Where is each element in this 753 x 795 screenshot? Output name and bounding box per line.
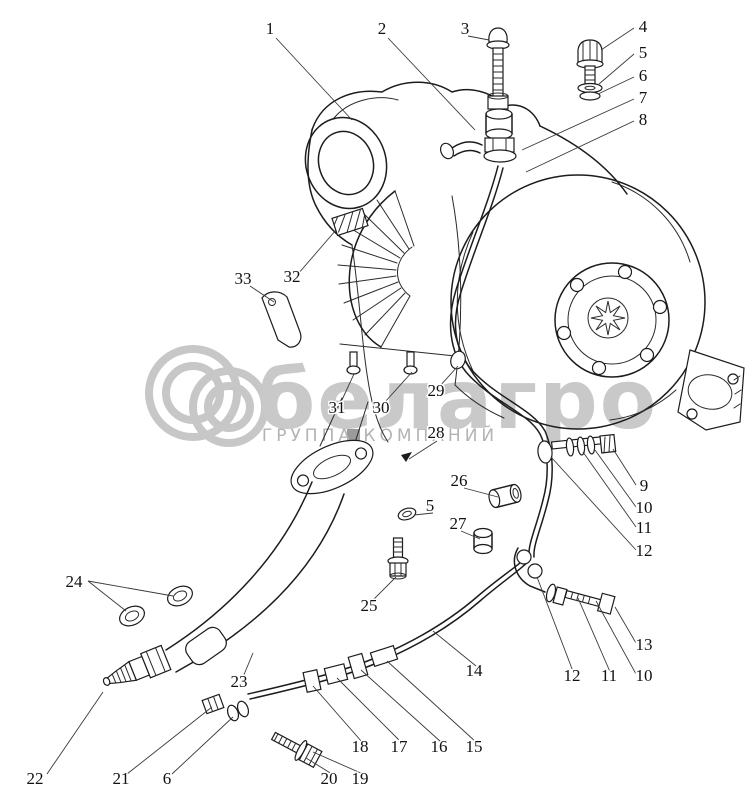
callout-3: 3 xyxy=(461,19,470,38)
callout-5: 5 xyxy=(639,43,648,62)
callout-labels: 1 2 3 4 5 6 7 8 33 32 31 30 29 28 26 5 2… xyxy=(25,16,654,790)
callout-4: 4 xyxy=(639,17,648,36)
callout-33: 33 xyxy=(235,269,252,288)
compressor-housing xyxy=(304,81,541,443)
center-housing-fins xyxy=(337,190,462,386)
callout-24: 24 xyxy=(66,572,84,591)
callout-13: 13 xyxy=(636,635,653,654)
callout-20: 20 xyxy=(321,769,338,788)
callout-28: 28 xyxy=(428,423,445,442)
bolt-25 xyxy=(387,537,409,580)
washers-6-bottom xyxy=(226,700,250,722)
watermark: белагро ГРУППА КОМПАНИЙ xyxy=(145,345,656,448)
lockwasher-6-top xyxy=(579,91,601,101)
hex-bolt-top-right xyxy=(576,39,604,101)
turbine-housing xyxy=(450,125,706,430)
top-stud xyxy=(486,27,510,110)
callout-16: 16 xyxy=(431,737,448,756)
washer-5-top xyxy=(577,82,603,94)
arrow-28 xyxy=(401,452,412,462)
coupling-nut-16 xyxy=(347,652,369,680)
callout-15: 15 xyxy=(466,737,483,756)
callout-12b: 12 xyxy=(564,666,581,685)
callout-11: 11 xyxy=(636,518,652,537)
coupling-sleeve-17 xyxy=(323,663,349,685)
sealing-washers-24 xyxy=(119,585,193,627)
pipe-clamp-bolt-upper xyxy=(537,433,617,464)
callout-6: 6 xyxy=(639,66,648,85)
pipe-clamp-bolt-lower xyxy=(513,547,616,615)
callout-8: 8 xyxy=(639,110,648,129)
callout-1: 1 xyxy=(266,19,275,38)
bolt-19-20 xyxy=(270,731,323,769)
leader-lines xyxy=(46,27,637,775)
watermark-subtitle-text: ГРУППА КОМПАНИЙ xyxy=(262,424,498,446)
turbine-backplate-flange xyxy=(554,262,670,378)
callout-31: 31 xyxy=(329,398,346,417)
callout-27: 27 xyxy=(450,514,468,533)
callout-30: 30 xyxy=(373,398,390,417)
inlet-outer-rim xyxy=(304,116,388,210)
impeller-star xyxy=(590,300,626,336)
spacer-27 xyxy=(473,527,493,555)
coupling-nut-18 xyxy=(302,669,322,693)
callout-19: 19 xyxy=(352,769,369,788)
spacer-26 xyxy=(488,483,522,509)
callout-6b: 6 xyxy=(163,769,172,788)
pipe-union-29 xyxy=(450,350,466,370)
callout-18: 18 xyxy=(352,737,369,756)
callout-5b: 5 xyxy=(426,496,435,515)
callout-10b: 10 xyxy=(636,666,653,685)
callout-21: 21 xyxy=(113,769,130,788)
coupling-sleeve-15 xyxy=(369,644,399,668)
callout-9: 9 xyxy=(640,476,649,495)
callout-14: 14 xyxy=(466,661,484,680)
turbocharger-assembly-drawing xyxy=(102,27,745,769)
callout-12: 12 xyxy=(636,541,653,560)
elbow-fitting-22 xyxy=(102,644,172,686)
watermark-logo-ring-outer xyxy=(145,345,241,441)
watermark-logo-ring2-outer xyxy=(189,367,269,447)
callout-26: 26 xyxy=(451,471,468,490)
callout-22: 22 xyxy=(27,769,44,788)
callout-23: 23 xyxy=(231,672,248,691)
outlet-flange xyxy=(677,349,745,431)
callout-11b: 11 xyxy=(601,666,617,685)
oil-drain-flange xyxy=(290,397,374,495)
callout-17: 17 xyxy=(391,737,409,756)
callout-2: 2 xyxy=(378,19,387,38)
nipple-fitting-21 xyxy=(201,693,225,715)
oil-feed-pipe xyxy=(449,165,553,558)
stud-bolt-31 xyxy=(346,351,361,375)
oil-drain-pipe xyxy=(165,481,345,673)
callout-32: 32 xyxy=(284,267,301,286)
drain-pipe-sleeve-23 xyxy=(185,626,227,666)
callout-10: 10 xyxy=(636,498,653,517)
callout-25: 25 xyxy=(361,596,378,615)
bottom-oil-line xyxy=(247,555,531,700)
mounting-bracket-strip xyxy=(261,291,302,348)
banjo-fitting-stack xyxy=(439,108,517,163)
watermark-logo-ring2-inner xyxy=(204,382,254,432)
inlet-bore xyxy=(317,130,375,196)
callout-29: 29 xyxy=(428,381,445,400)
washer-5-bottom xyxy=(397,507,417,521)
callout-7: 7 xyxy=(639,88,648,107)
heat-shield-plate xyxy=(331,207,369,237)
